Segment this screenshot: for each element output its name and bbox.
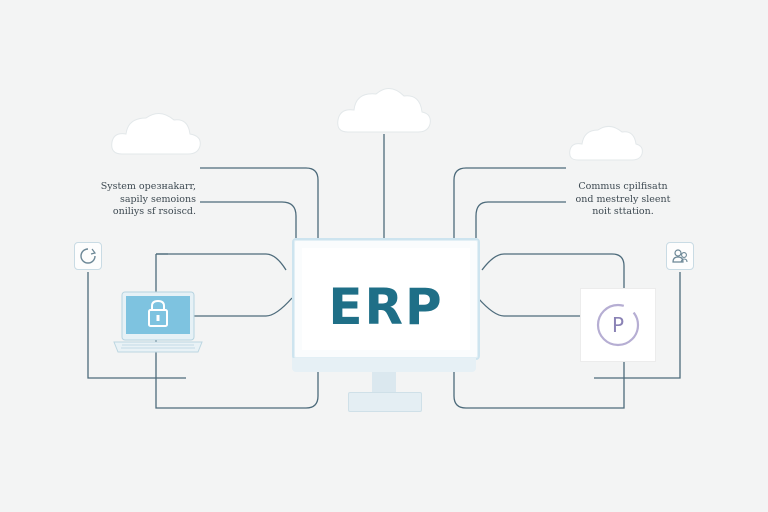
laptop-lock-icon — [113, 291, 203, 353]
monitor-base — [348, 392, 422, 412]
right-note-line: Commus cpilfisatn — [578, 181, 668, 192]
left-note-line: System opeзнаkarr, — [100, 181, 196, 192]
cloud-icon — [337, 88, 431, 133]
monitor-screen: ERP — [302, 248, 470, 350]
cloud-icon — [111, 113, 201, 155]
connector-left-note — [200, 201, 297, 238]
payment-card: P — [580, 288, 656, 362]
connector-left-box — [87, 272, 186, 379]
users-icon — [666, 242, 694, 270]
connector-right-upper — [481, 253, 612, 271]
connector-left-upper — [168, 253, 287, 271]
left-note-line: oniliys sf rsoiscd. — [112, 206, 196, 217]
left-note: System opeзнаkarr, sapily semoions onili… — [92, 181, 196, 219]
right-note-line: noit sttation. — [592, 206, 654, 217]
connector-right-box — [594, 272, 681, 379]
cloud-icon — [569, 126, 643, 161]
connector-left-mid — [186, 297, 293, 317]
right-note-line: ond mestrely sleent — [575, 193, 671, 205]
connector-left-top — [200, 167, 319, 238]
erp-title: ERP — [328, 278, 444, 336]
connector-right-note — [475, 201, 566, 238]
p-letter: P — [612, 313, 624, 337]
monitor-chin — [292, 358, 476, 372]
monitor-stand — [372, 372, 396, 394]
connector-right-mid — [477, 297, 580, 317]
left-note-line: sapily semoions — [119, 193, 196, 205]
right-note: Commus cpilfisatn ond mestrely sleent no… — [565, 181, 681, 219]
connector-right-outer — [453, 253, 625, 409]
connector-right-top — [453, 167, 566, 238]
refresh-icon — [74, 242, 102, 270]
erp-monitor: ERP — [292, 238, 480, 360]
